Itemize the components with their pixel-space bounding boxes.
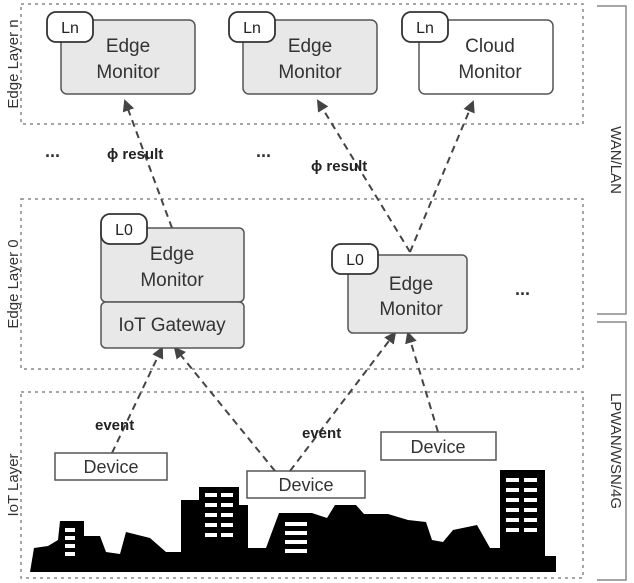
cloud-monitor: Cloud Monitor — [418, 19, 554, 95]
arrow-result-middle — [316, 99, 411, 253]
city-skyline — [30, 470, 556, 572]
ellipsis-left: ... — [45, 141, 60, 161]
level-badge-l0-1: L0 — [100, 213, 148, 245]
ellipsis-middle: ... — [256, 141, 271, 161]
arrow-event-device2-gateway — [173, 346, 276, 472]
arrow-result-cloud — [409, 100, 475, 253]
svg-text:Edge: Edge — [389, 274, 433, 295]
edge-layer-0-box — [20, 198, 584, 370]
edge-monitor-0-right: Edge Monitor — [347, 254, 468, 334]
svg-text:IoT Gateway: IoT Gateway — [118, 315, 226, 336]
svg-text:Device: Device — [410, 437, 465, 457]
svg-text:Monitor: Monitor — [278, 62, 342, 83]
edge-layer-n-label: Edge Layer n — [5, 19, 22, 108]
event-label-left: event — [95, 417, 134, 434]
arrow-result-left — [122, 99, 173, 229]
arrow-event-device2-monitor — [289, 331, 397, 472]
level-badge-ln-3: Ln — [401, 11, 449, 43]
edge-monitor-n-1: Edge Monitor — [60, 19, 196, 95]
svg-text:Ln: Ln — [416, 20, 434, 37]
svg-text:Edge: Edge — [106, 36, 150, 57]
level-badge-ln-1: Ln — [46, 11, 94, 43]
phi-result-label-right: ϕ result — [311, 158, 367, 175]
iot-layer-label: IoT Layer — [5, 453, 22, 516]
edge-monitor-0-left: Edge Monitor — [100, 227, 245, 303]
svg-text:Device: Device — [278, 475, 333, 495]
svg-text:Ln: Ln — [243, 20, 261, 37]
svg-text:Ln: Ln — [61, 20, 79, 37]
svg-text:Monitor: Monitor — [140, 270, 204, 291]
wan-lan-label: WAN/LAN — [607, 126, 624, 194]
svg-text:L0: L0 — [346, 252, 364, 269]
device-3: Device — [380, 431, 497, 461]
building-windows — [65, 478, 537, 556]
svg-text:L0: L0 — [115, 222, 133, 239]
lpwan-bracket — [597, 321, 627, 581]
arrow-event-device1 — [111, 346, 164, 454]
svg-text:Edge: Edge — [288, 36, 332, 57]
edge-layer-n-box — [20, 3, 584, 125]
event-label-right: event — [302, 425, 341, 442]
svg-text:Monitor: Monitor — [379, 299, 443, 320]
arrow-event-device3 — [405, 331, 439, 433]
edge-layer-0-label: Edge Layer 0 — [5, 239, 22, 328]
svg-text:Cloud: Cloud — [465, 36, 515, 57]
ellipsis-edge-layer-0: ... — [515, 279, 530, 299]
iot-layer-box — [20, 391, 584, 579]
lpwan-label: LPWAN/WSN/4G — [607, 393, 624, 509]
iot-gateway: IoT Gateway — [100, 301, 245, 349]
svg-text:Monitor: Monitor — [458, 62, 522, 83]
wan-lan-bracket — [597, 5, 627, 315]
phi-result-label-left: ϕ result — [107, 146, 163, 163]
svg-text:Device: Device — [83, 457, 138, 477]
level-badge-ln-2: Ln — [228, 11, 276, 43]
device-1: Device — [54, 452, 168, 481]
svg-text:Monitor: Monitor — [96, 62, 160, 83]
svg-text:Edge: Edge — [150, 244, 194, 265]
device-2: Device — [246, 470, 366, 499]
level-badge-l0-2: L0 — [331, 243, 379, 275]
edge-monitor-n-2: Edge Monitor — [242, 19, 378, 95]
